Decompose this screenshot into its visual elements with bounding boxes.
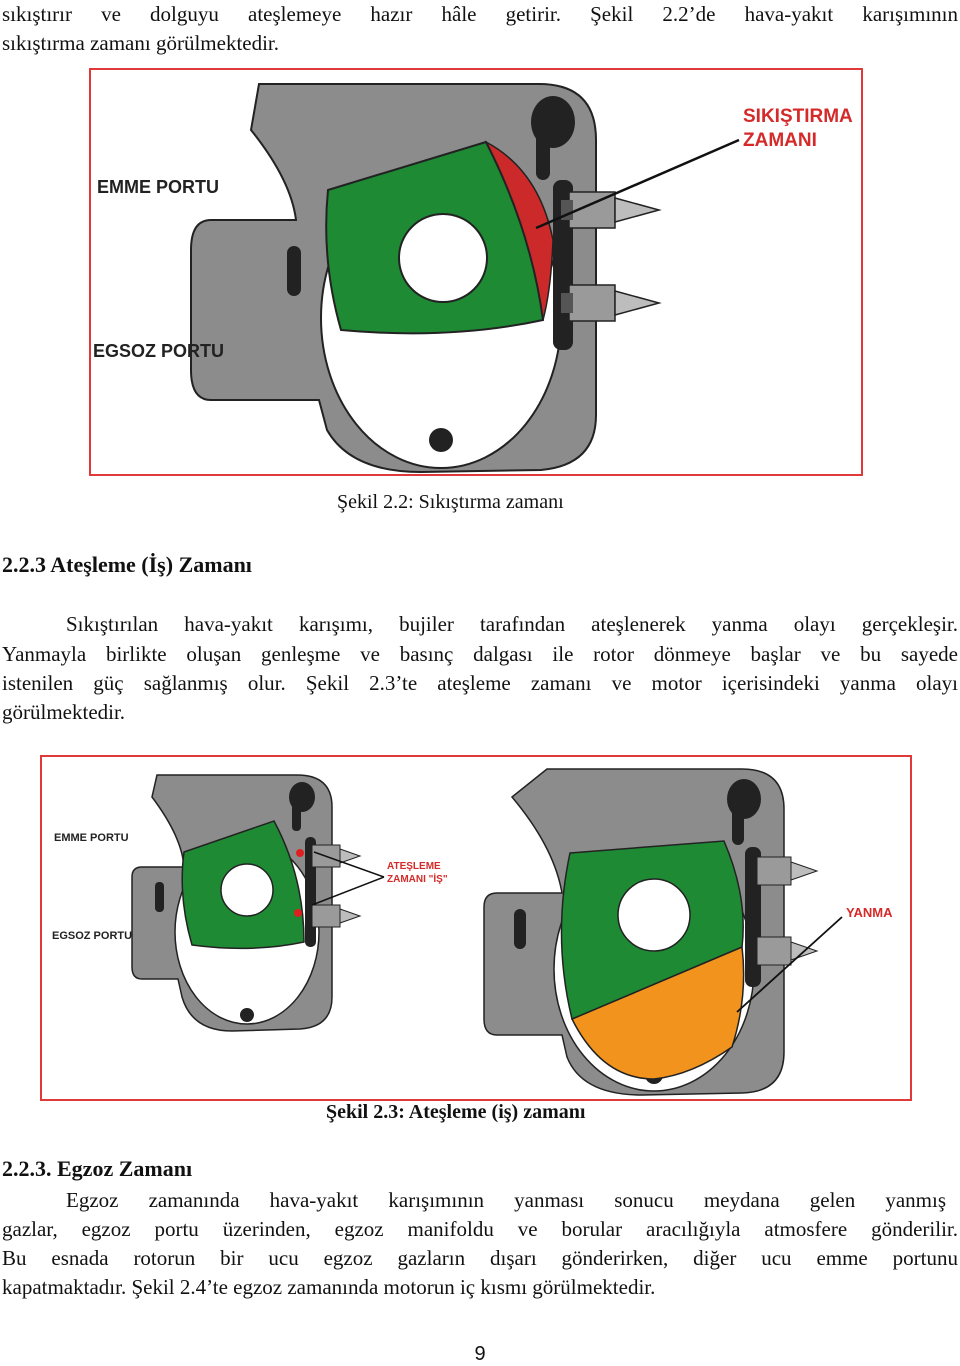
exhaust-line-3: Bu esnada rotorun bir ucu egzoz gazların… [2,1246,958,1270]
figure1-caption: Şekil 2.2: Sıkıştırma zamanı [337,491,564,513]
figure-compression-stroke: EMME PORTU EGSOZ PORTU SIKIŞTIRMA ZAMANI [89,68,863,476]
left-exhaust-port-label: EGSOZ PORTU [52,930,132,942]
ignition-line-4: görülmektedir. [2,700,126,724]
exhaust-line-4: kapatmaktadır. Şekil 2.4’te egzoz zamanı… [2,1275,656,1299]
left-engine [131,774,385,1032]
ignition-label-line1: ATEŞLEME [387,861,441,872]
exhaust-port-label: EGSOZ PORTU [93,341,224,361]
intro-line-2: sıkıştırma zamanı görülmektedir. [2,31,280,55]
section-heading-exhaust: 2.2.3. Egzoz Zamanı [2,1156,193,1181]
exhaust-line-2: gazlar, egzoz portu üzerinden, egzoz man… [2,1217,958,1241]
ignition-label-line2: ZAMANI "İŞ" [387,872,448,885]
compression-label-line1: SIKIŞTIRMA [743,106,853,127]
ignition-line-2: Yanmayla birlikte oluşan genleşme ve bas… [2,642,958,666]
figure2-caption: Şekil 2.3: Ateşleme (iş) zamanı [326,1101,586,1123]
rotary-engine-diagram-compression: EMME PORTU EGSOZ PORTU SIKIŞTIRMA ZAMANI [93,83,853,474]
right-engine [483,768,843,1096]
left-intake-port-label: EMME PORTU [54,832,129,844]
intake-port-label: EMME PORTU [97,177,219,197]
figure-ignition-stroke: EMME PORTU EGSOZ PORTU ATEŞLEME ZAMANI "… [40,755,912,1101]
compression-label-line2: ZAMANI [743,130,817,151]
exhaust-line-1: Egzoz zamanında hava-yakıt karışımının y… [66,1188,946,1212]
combustion-label: YANMA [846,905,893,920]
intro-line-1: sıkıştırır ve dolguyu ateşlemeye hazır h… [2,2,958,26]
section-heading-ignition: 2.2.3 Ateşleme (İş) Zamanı [2,552,252,577]
ignition-line-3: istenilen güç sağlanmış olur. Şekil 2.3’… [2,671,958,695]
rotary-engine-diagram-ignition: EMME PORTU EGSOZ PORTU ATEŞLEME ZAMANI "… [52,768,893,1096]
page-number: 9 [474,1343,486,1365]
ignition-line-1: Sıkıştırılan hava-yakıt karışımı, bujile… [66,612,958,636]
